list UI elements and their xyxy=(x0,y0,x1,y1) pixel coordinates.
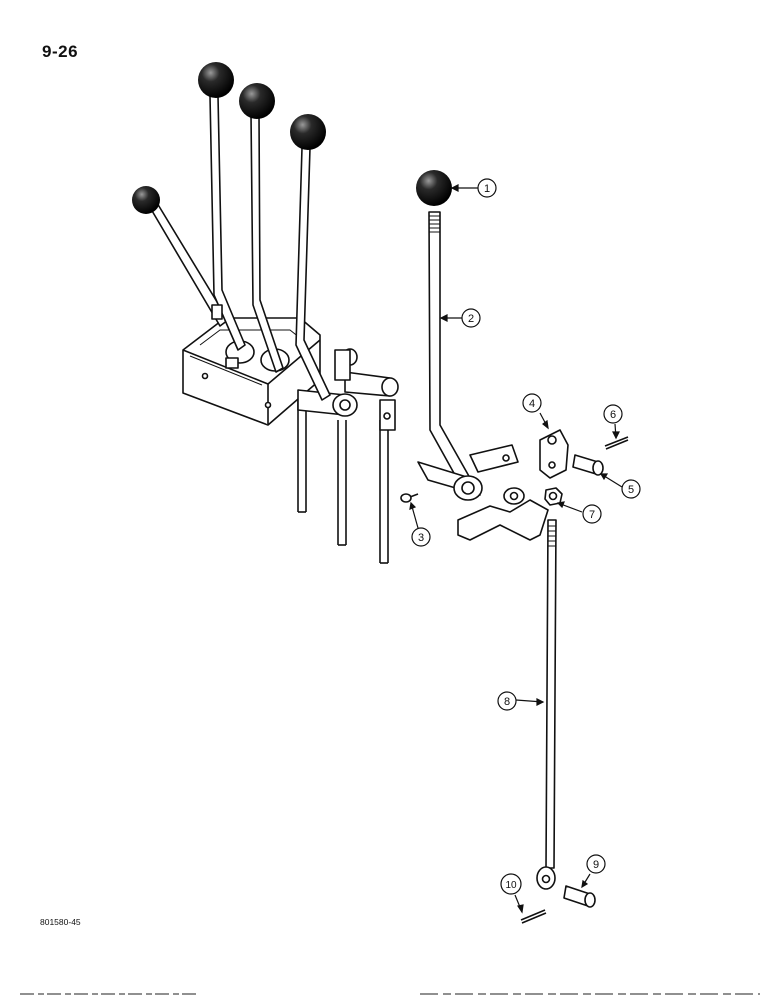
part-5-pin xyxy=(572,454,604,476)
callout-1: 1 xyxy=(484,183,490,195)
part-10-cotter-pin xyxy=(520,909,547,924)
lower-rods xyxy=(297,400,389,564)
part-8-rod xyxy=(536,519,557,890)
callout-6: 6 xyxy=(610,409,616,421)
callout-5: 5 xyxy=(628,484,634,496)
knob-middle xyxy=(239,83,275,119)
page-number: 9-26 xyxy=(42,42,79,61)
callout-4: 4 xyxy=(529,398,535,410)
knob-far-left xyxy=(132,186,160,214)
control-tower-assembly xyxy=(147,95,399,564)
knob-right xyxy=(290,114,326,150)
lower-bracket xyxy=(457,487,549,541)
callout-3: 3 xyxy=(418,532,424,544)
base-bracket xyxy=(182,317,321,426)
part-1-knob xyxy=(416,170,452,206)
figure-code: 801580-45 xyxy=(40,917,81,927)
callout-7: 7 xyxy=(589,509,595,521)
callouts xyxy=(409,178,641,914)
callout-10: 10 xyxy=(505,880,517,891)
callout-labels: 1 2 3 4 5 6 7 8 9 10 xyxy=(418,183,634,891)
part-6-cotter-pin xyxy=(604,436,629,450)
part-4-clevis xyxy=(539,429,569,479)
part-9-pin xyxy=(563,885,596,908)
part-7-nut xyxy=(544,487,563,506)
part-3-screw xyxy=(400,493,419,503)
exploded-parts xyxy=(400,170,629,924)
knob-left xyxy=(198,62,234,98)
callout-2: 2 xyxy=(468,313,474,325)
part-2-lever xyxy=(417,211,519,501)
callout-9: 9 xyxy=(593,859,599,871)
callout-8: 8 xyxy=(504,696,510,708)
